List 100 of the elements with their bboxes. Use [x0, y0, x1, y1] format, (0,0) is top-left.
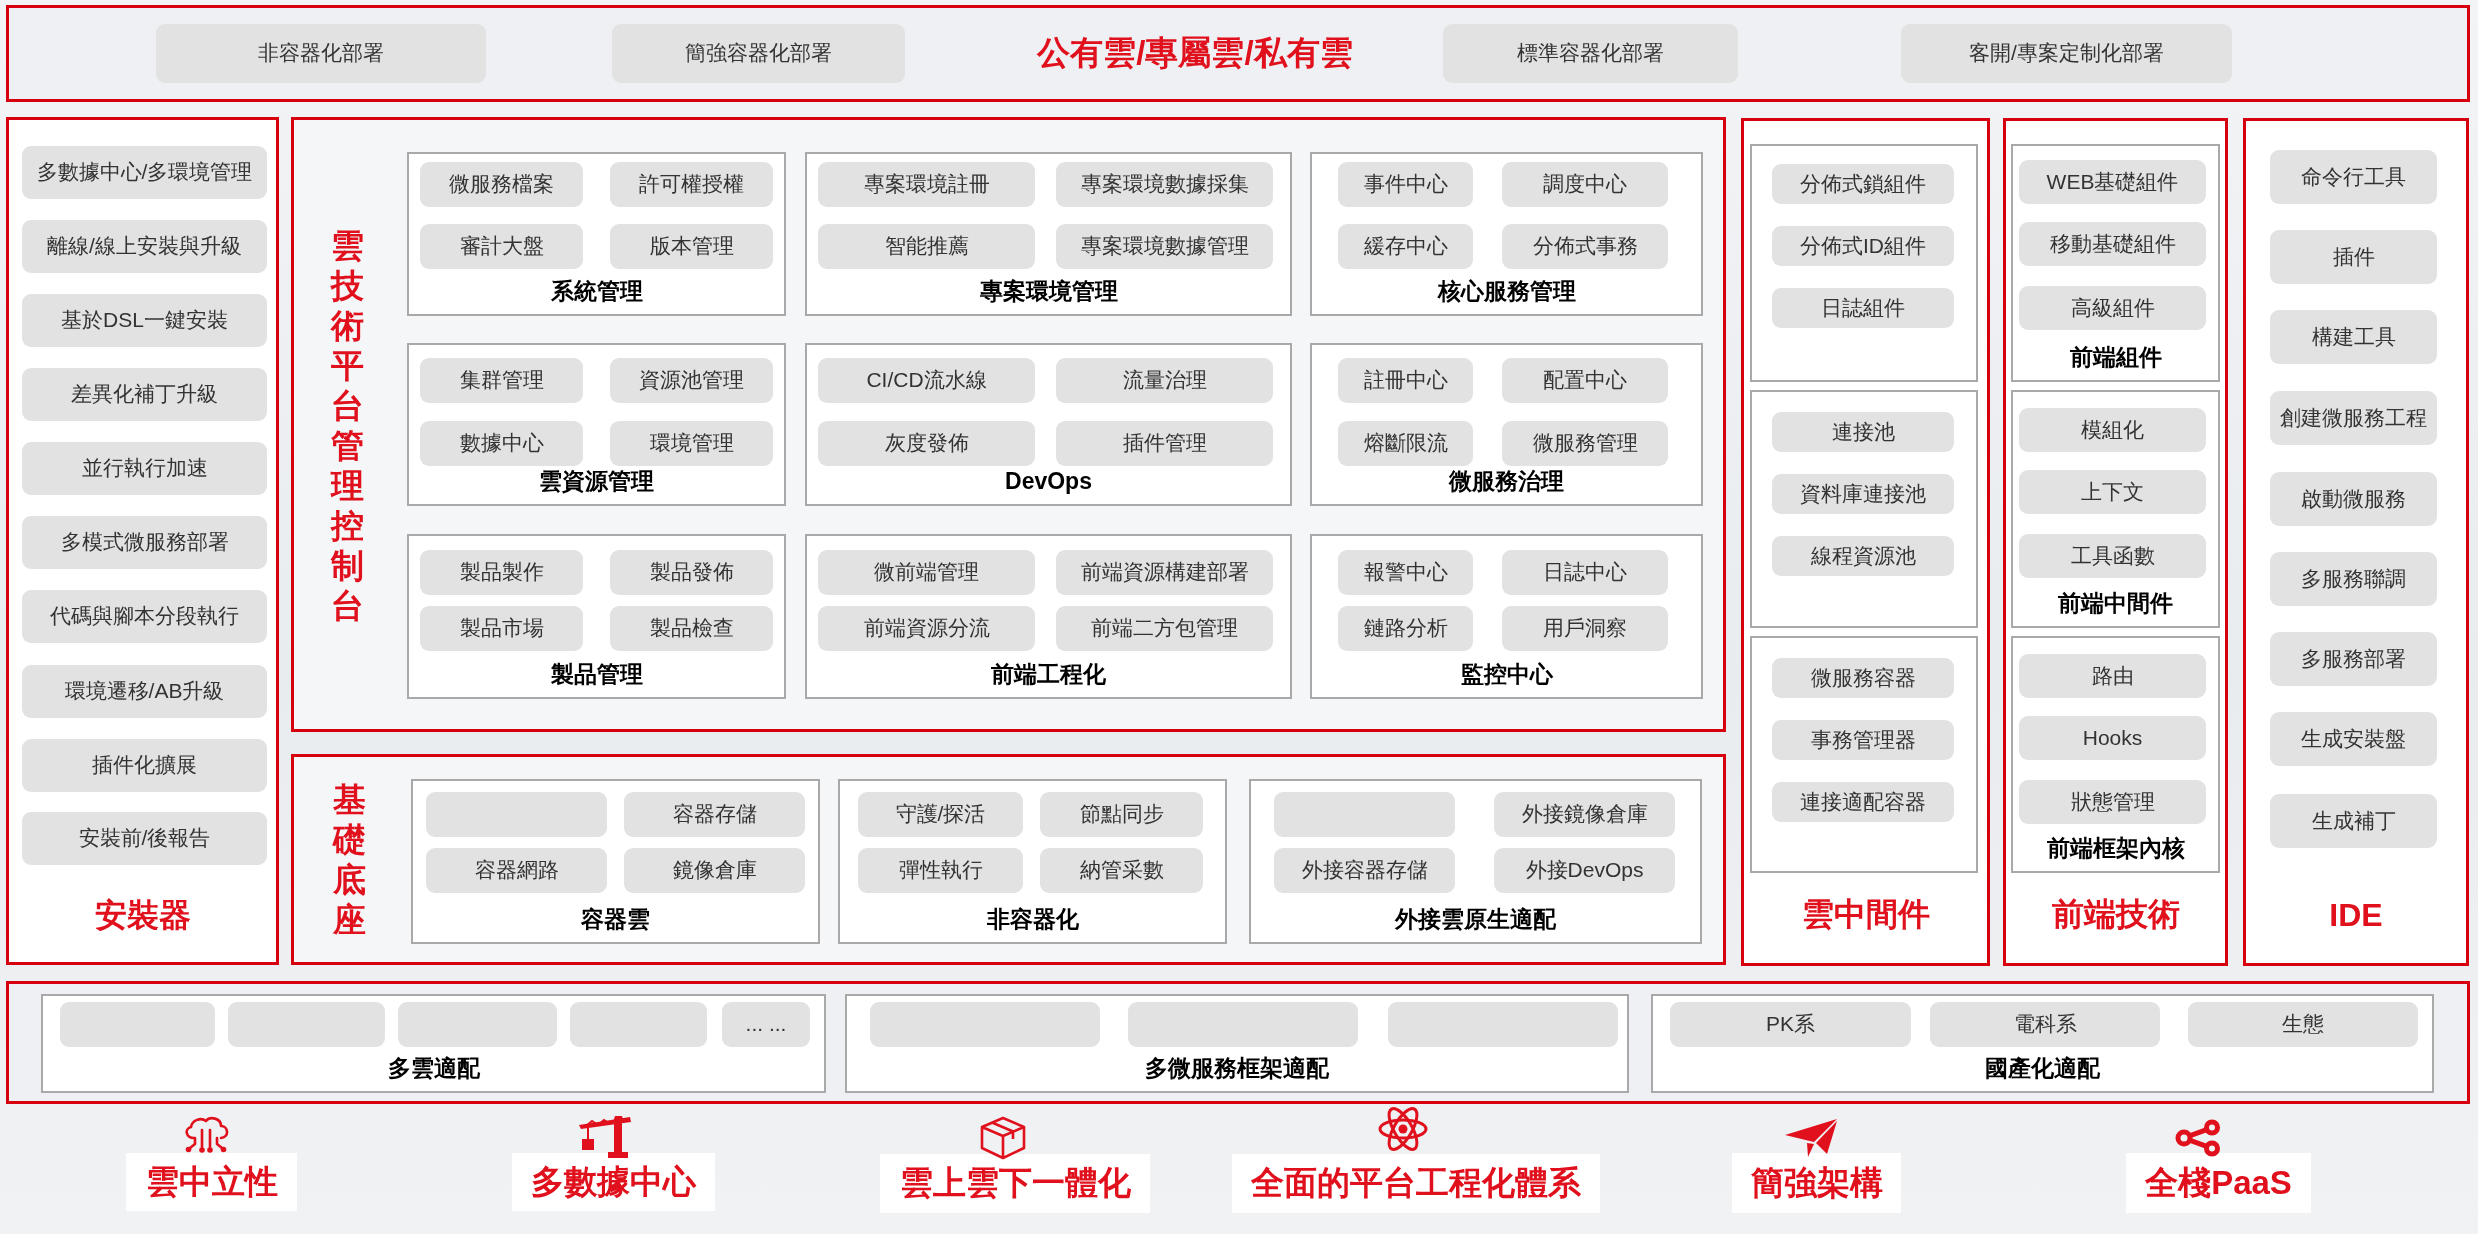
module-pill: 灰度發佈 [818, 421, 1035, 466]
module-pill: 分佈式ID組件 [1772, 226, 1954, 266]
section-band [6, 981, 2470, 1104]
band-title: 公有雲/專屬雲/私有雲 [1035, 32, 1354, 73]
module-pill [1388, 1002, 1618, 1047]
module-pill: Hooks [2019, 716, 2206, 760]
module-pill: 審計大盤 [420, 224, 583, 269]
module-pill: 多服務部署 [2270, 632, 2437, 686]
module-pill: 分佈式鎖組件 [1772, 164, 1954, 204]
module-pill: 非容器化部署 [156, 24, 486, 83]
group-box [1249, 779, 1702, 944]
module-pill: 許可權授權 [610, 162, 773, 207]
group-box [2011, 390, 2220, 628]
module-pill [398, 1002, 557, 1047]
module-pill: 守護/探活 [858, 792, 1023, 837]
module-pill: 節點同步 [1040, 792, 1203, 837]
group-title: 雲資源管理 [538, 466, 655, 496]
module-pill: 差異化補丁升級 [22, 368, 267, 421]
group-title: 核心服務管理 [1436, 276, 1577, 306]
module-pill: 電科系 [1930, 1002, 2160, 1047]
module-pill: 插件管理 [1056, 421, 1273, 466]
module-pill: 安裝前/後報告 [22, 812, 267, 865]
module-pill: 彈性執行 [858, 848, 1023, 893]
module-pill [1274, 792, 1455, 837]
group-box [805, 343, 1292, 506]
module-pill: 生成安裝盤 [2270, 712, 2437, 766]
group-box [2011, 144, 2220, 382]
module-pill: 緩存中心 [1338, 224, 1473, 269]
module-pill: 構建工具 [2270, 310, 2437, 364]
module-pill: 離線/線上安裝與升級 [22, 220, 267, 273]
module-pill: 智能推薦 [818, 224, 1035, 269]
group-box [407, 152, 786, 316]
module-pill: 前端資源分流 [818, 606, 1035, 651]
module-pill: 創建微服務工程 [2270, 391, 2437, 445]
module-pill: 製品發佈 [610, 550, 773, 595]
module-pill [870, 1002, 1100, 1047]
module-pill: 調度中心 [1502, 162, 1668, 207]
module-pill [570, 1002, 707, 1047]
vertical-title: 雲技術平台管理控制台 [329, 226, 365, 626]
group-title: 專案環境管理 [978, 276, 1119, 306]
group-box [1750, 144, 1978, 382]
module-pill: 納管采數 [1040, 848, 1203, 893]
group-title: 前端中間件 [2057, 588, 2174, 618]
module-pill: 資源池管理 [610, 358, 773, 403]
feature-label: 雲中立性 [126, 1153, 297, 1211]
section-panel [291, 754, 1726, 965]
feature-label: 多數據中心 [512, 1153, 715, 1211]
module-pill [228, 1002, 385, 1047]
module-pill: 專案環境數據採集 [1056, 162, 1273, 207]
module-pill: 報警中心 [1338, 550, 1473, 595]
module-pill: 事務管理器 [1772, 720, 1954, 760]
group-box [845, 994, 1629, 1093]
module-pill: CI/CD流水線 [818, 358, 1035, 403]
module-pill: 多數據中心/多環境管理 [22, 146, 267, 199]
section-panel [291, 117, 1726, 732]
module-pill: 多服務聯調 [2270, 552, 2437, 606]
module-pill: 客開/專案定制化部署 [1901, 24, 2232, 83]
module-pill: 前端資源構建部署 [1056, 550, 1273, 595]
group-box [1310, 152, 1703, 316]
module-pill: 日誌組件 [1772, 288, 1954, 328]
module-pill: 多模式微服務部署 [22, 516, 267, 569]
module-pill: 生態 [2188, 1002, 2418, 1047]
group-box [1310, 343, 1703, 506]
panel-title: 前端技術 [2050, 895, 2181, 934]
module-pill: 外接DevOps [1494, 848, 1675, 893]
module-pill: 模組化 [2019, 408, 2206, 452]
section-panel [1741, 118, 1990, 966]
group-box [805, 534, 1292, 699]
group-title: 監控中心 [1459, 659, 1554, 689]
module-pill: 流量治理 [1056, 358, 1273, 403]
module-pill: 環境管理 [610, 421, 773, 466]
group-title: 前端框架內核 [2045, 833, 2186, 863]
feature-label: 全棧PaaS [2126, 1153, 2311, 1213]
group-box [1750, 636, 1978, 873]
module-pill: 狀態管理 [2019, 780, 2206, 824]
module-pill: 線程資源池 [1772, 536, 1954, 576]
group-box [41, 994, 826, 1093]
module-pill: 製品製作 [420, 550, 583, 595]
module-pill: 鏡像倉庫 [624, 848, 805, 893]
group-title: 前端組件 [2068, 342, 2163, 372]
module-pill: 微服務容器 [1772, 658, 1954, 698]
module-pill: 專案環境數據管理 [1056, 224, 1273, 269]
module-pill: 分佈式事務 [1502, 224, 1668, 269]
module-pill: 路由 [2019, 654, 2206, 698]
vertical-title: 基礎底座 [331, 780, 367, 936]
module-pill: 鏈路分析 [1338, 606, 1473, 651]
group-box [407, 343, 786, 506]
group-title: 外接雲原生適配 [1393, 904, 1557, 934]
module-pill: 微服務檔案 [420, 162, 583, 207]
group-box [2011, 636, 2220, 873]
module-pill: 基於DSL一鍵安裝 [22, 294, 267, 347]
module-pill: 環境遷移/AB升級 [22, 665, 267, 718]
group-title: 微服務治理 [1447, 466, 1565, 496]
module-pill: 用戶洞察 [1502, 606, 1668, 651]
section-panel [2003, 118, 2228, 966]
module-pill: 微服務管理 [1502, 421, 1668, 466]
group-title: DevOps [1004, 466, 1093, 496]
module-pill: 代碼與腳本分段執行 [22, 590, 267, 643]
feature-label: 簡強架構 [1732, 1153, 1901, 1213]
module-pill: 註冊中心 [1338, 358, 1473, 403]
